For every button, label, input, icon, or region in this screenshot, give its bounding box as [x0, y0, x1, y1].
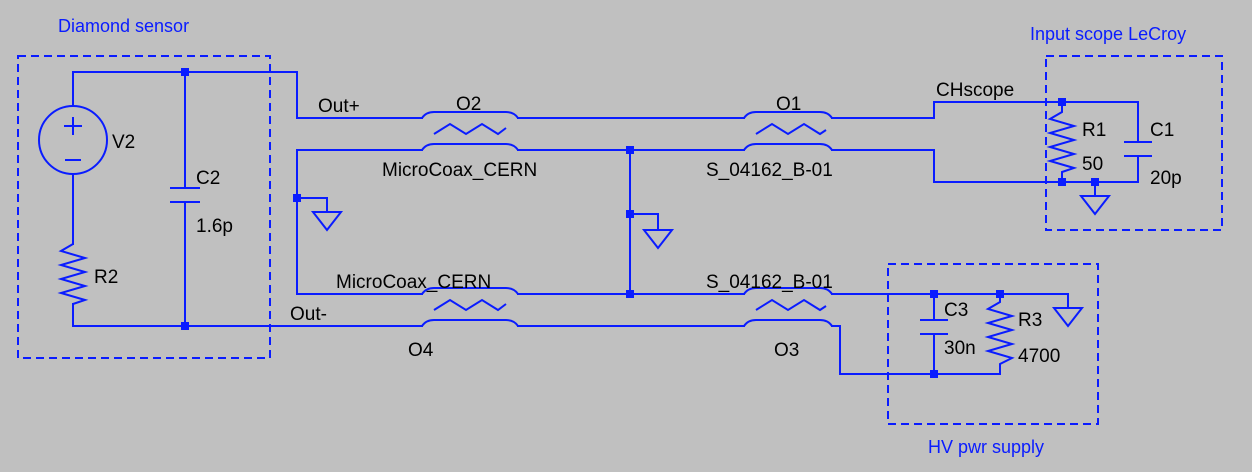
- junction-dot: [181, 322, 189, 330]
- o2-label: O2: [456, 94, 481, 115]
- c2-value: 1.6p: [196, 216, 233, 237]
- junction-dot: [293, 194, 301, 202]
- c1-value: 20p: [1150, 168, 1182, 189]
- v2-label: V2: [112, 132, 135, 153]
- capacitor-c2: [170, 187, 200, 203]
- lower-line-wiring: [517, 325, 1001, 375]
- ground-icon: [1078, 195, 1112, 216]
- c1-label: C1: [1150, 120, 1174, 141]
- capacitor-c1: [1124, 141, 1152, 157]
- junction-dot: [626, 290, 634, 298]
- diamond-sensor-block: [17, 55, 271, 359]
- r2-label: R2: [94, 267, 118, 288]
- c3-value: 30n: [944, 338, 976, 359]
- net-chscope: CHscope: [936, 80, 1014, 101]
- junction-dot: [930, 290, 938, 298]
- junction-dot: [1058, 178, 1066, 186]
- o1-model: S_04162_B-01: [706, 160, 833, 181]
- o2-model: MicroCoax_CERN: [382, 160, 537, 181]
- junction-dot: [1091, 178, 1099, 186]
- o3-label: O3: [774, 340, 799, 361]
- junction-dot: [181, 68, 189, 76]
- c2-label: C2: [196, 168, 220, 189]
- transmission-line-o4: [421, 287, 519, 327]
- input-scope-block: [1045, 55, 1223, 231]
- hv-supply-block: [887, 263, 1099, 425]
- hv-supply-title: HV pwr supply: [928, 437, 1044, 457]
- diamond-sensor-title: Diamond sensor: [58, 16, 189, 36]
- transmission-line-o3: [743, 287, 833, 327]
- capacitor-c3: [920, 293, 948, 375]
- r3-value: 4700: [1018, 346, 1060, 367]
- resistor-r1: [1046, 102, 1078, 182]
- junction-dot: [626, 146, 634, 154]
- r3-label: R3: [1018, 310, 1042, 331]
- junction-dot: [930, 370, 938, 378]
- input-scope-title: Input scope LeCroy: [1030, 24, 1186, 44]
- o4-model: MicroCoax_CERN: [336, 272, 491, 293]
- net-out-minus: Out-: [290, 304, 327, 325]
- ground-icon: [641, 229, 675, 250]
- o3-model: S_04162_B-01: [706, 272, 833, 293]
- net-out-plus: Out+: [318, 96, 360, 117]
- resistor-r2: [57, 243, 89, 305]
- r1-value: 50: [1082, 154, 1103, 175]
- junction-dot: [626, 210, 634, 218]
- ground-icon: [310, 211, 344, 232]
- o4-label: O4: [408, 340, 434, 361]
- junction-dot: [1058, 98, 1066, 106]
- c3-label: C3: [944, 300, 968, 321]
- ground-icon: [1051, 307, 1085, 328]
- resistor-r3: [984, 294, 1016, 374]
- o1-label: O1: [776, 94, 801, 115]
- transmission-line-o1: [743, 111, 833, 151]
- junction-dot: [996, 290, 1004, 298]
- transmission-line-o2: [421, 111, 519, 151]
- r1-label: R1: [1082, 120, 1106, 141]
- voltage-source-v2: [38, 105, 108, 175]
